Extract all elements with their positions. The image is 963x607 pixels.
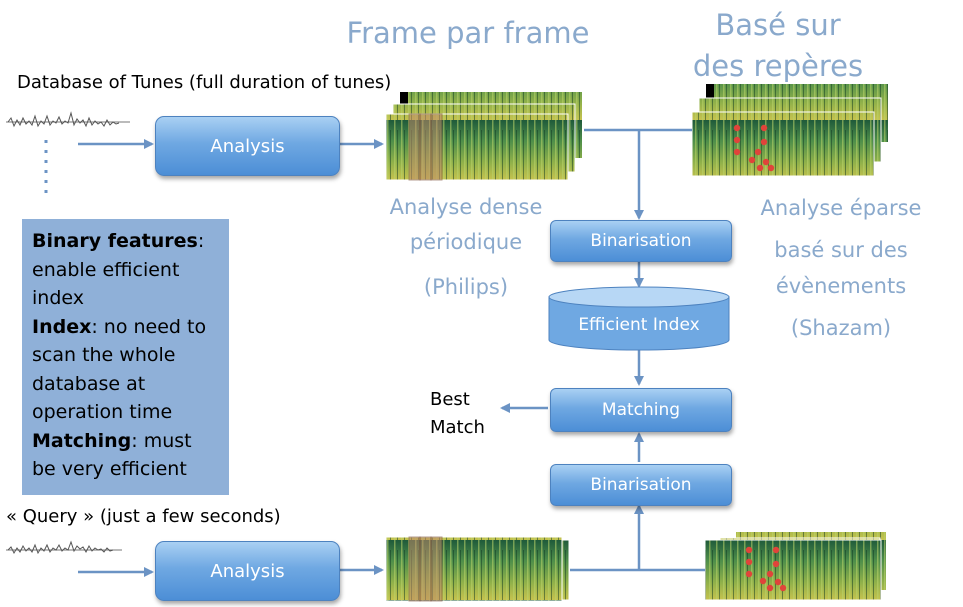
heading-landmarks-line2: des repères [692, 49, 864, 83]
analysis-box-bottom: Analysis [155, 541, 340, 601]
sparse-spectrogram-bottom [704, 532, 886, 601]
note-line: Index: no need to [32, 313, 229, 342]
shazam-line2: basé sur des [774, 238, 908, 262]
best-match-line1: Best [430, 389, 470, 410]
note-line-text: database at [32, 372, 146, 395]
peaks-bottom [745, 546, 787, 592]
note-line: scan the whole [32, 341, 229, 370]
efficient-index-label: Efficient Index [578, 315, 700, 335]
note-line-text: be very efficient [32, 458, 187, 480]
note-line-text: enable efficient [32, 258, 180, 281]
note-line-bold: Binary features [32, 230, 198, 252]
philips-description: Analyse dense périodique (Philips) [376, 190, 556, 305]
shazam-description: Analyse éparse basé sur des évènements (… [745, 190, 937, 346]
philips-line1: Analyse dense [389, 195, 543, 219]
note-line: database at [32, 370, 229, 399]
note-line: Binary features: [32, 227, 229, 256]
philips-line3: (Philips) [423, 275, 509, 299]
shazam-line1: Analyse éparse [760, 196, 922, 220]
philips-line2: périodique [409, 230, 523, 254]
heading-landmarks-line1: Basé sur [715, 8, 841, 42]
shazam-line3: évènements [775, 274, 907, 298]
sparse-spectrogram-top [691, 84, 888, 177]
binarisation-box-bottom: Binarisation [550, 464, 732, 506]
note-line-text: operation time [32, 401, 173, 423]
binarisation-box-top: Binarisation [550, 220, 732, 262]
analysis-box-top: Analysis [155, 116, 340, 176]
connectors [78, 128, 705, 577]
best-match-line2: Match [430, 417, 485, 438]
query-label: « Query » (just a few seconds) [6, 506, 281, 527]
efficient-index-cylinder [548, 286, 730, 351]
note-line: Matching: must [32, 427, 229, 456]
note-line-bold: Index [32, 315, 92, 338]
note-line-text: : [197, 230, 205, 252]
matching-box: Matching [550, 388, 732, 432]
note-line: enable efficient [32, 256, 229, 285]
peaks-top [733, 124, 775, 172]
heading-landmarks: Basé sur des repères [676, 5, 880, 87]
database-label: Database of Tunes (full duration of tune… [17, 72, 392, 93]
best-match-label: Best Match [430, 386, 485, 442]
note-line-text: scan the whole [32, 344, 176, 366]
heading-frame-by-frame: Frame par frame [346, 16, 590, 50]
shazam-line4: (Shazam) [790, 316, 892, 340]
dense-spectrogram-bottom [385, 536, 570, 602]
note-line-text: index [32, 287, 84, 309]
database-waveform [6, 111, 130, 198]
query-waveform [6, 540, 122, 555]
note-line-text: : must [131, 429, 192, 452]
note-line: operation time [32, 398, 229, 427]
note-line-text: : no need to [91, 315, 207, 338]
note-line-bold: Matching [32, 429, 132, 452]
note-line: index [32, 284, 229, 313]
dense-spectrogram-top [385, 92, 582, 181]
note-line: be very efficient [32, 455, 229, 484]
